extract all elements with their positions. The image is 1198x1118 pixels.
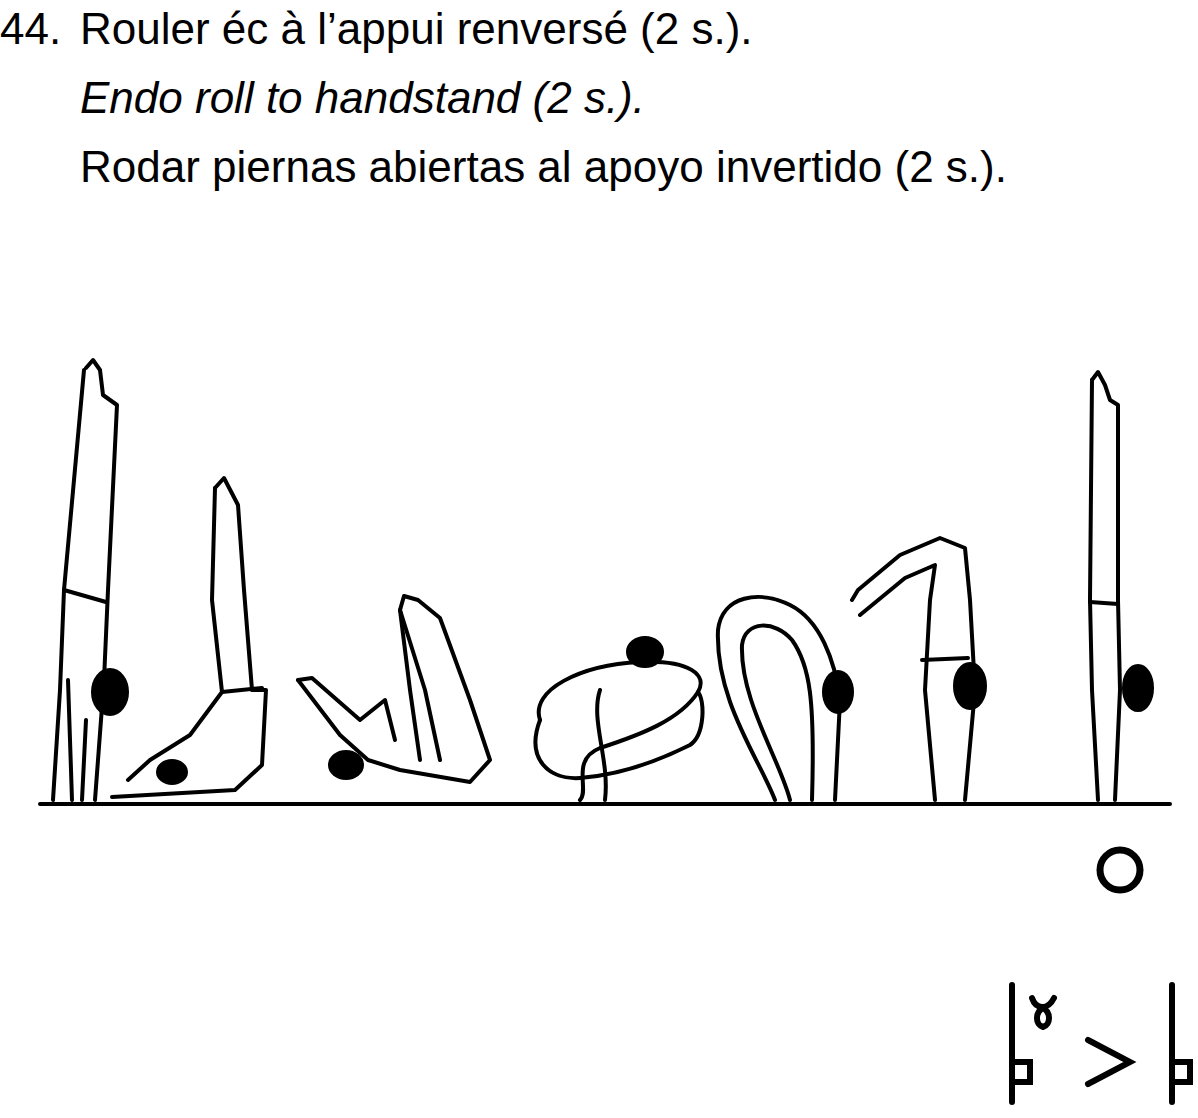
floor-line xyxy=(40,802,1170,806)
gymnast-figure xyxy=(1090,372,1152,800)
hold-symbol xyxy=(1100,850,1140,890)
gymnast-figure xyxy=(53,360,127,800)
french-caption: Rouler éc à l’appui renversé (2 s.). xyxy=(80,4,753,54)
gymnast-figure xyxy=(112,478,266,797)
notation-symbol xyxy=(1012,985,1190,1102)
gymnast-figure xyxy=(536,638,703,800)
english-caption: Endo roll to handstand (2 s.). xyxy=(80,73,645,123)
spanish-caption: Rodar piernas abiertas al apoyo invertid… xyxy=(80,142,1007,192)
gymnast-figure xyxy=(298,596,490,782)
gymnast-figure xyxy=(718,597,852,800)
gymnast-figure xyxy=(852,538,985,800)
item-number: 44. xyxy=(0,4,61,54)
